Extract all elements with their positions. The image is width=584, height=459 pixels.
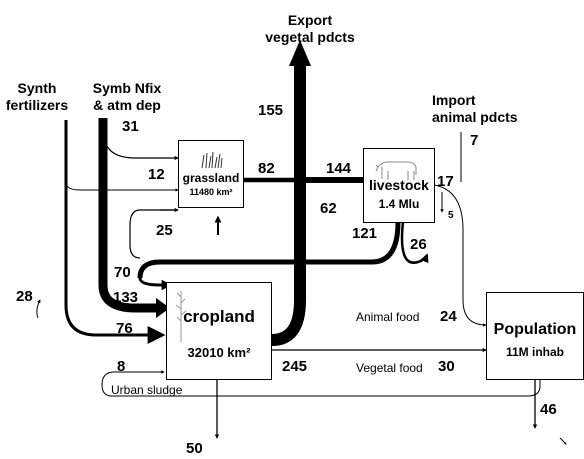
cropland-area: 32010 km² — [167, 345, 271, 360]
flow-value-70: 70 — [114, 264, 131, 281]
grass-icon — [199, 151, 225, 169]
flow-value-133: 133 — [113, 289, 138, 306]
flow-value-24: 24 — [440, 308, 457, 325]
cropland-label: cropland — [167, 307, 271, 327]
symb-nfix-label: Symb Nfix & atm dep — [92, 80, 162, 114]
flow-value-5: 5 — [448, 210, 454, 221]
flow-cropland-loss — [37, 300, 40, 318]
flow-value-50: 50 — [186, 440, 203, 457]
flow-value-7: 7 — [470, 132, 478, 149]
grassland-label: grassland — [179, 171, 243, 185]
livestock-units: 1.4 Mlu — [364, 197, 434, 211]
population-label: Population — [487, 321, 583, 339]
livestock-label: livestock — [364, 177, 434, 193]
flow-value-17: 17 — [437, 173, 454, 190]
flow-value-28: 28 — [16, 288, 33, 305]
cropland-node: cropland 32010 km² — [166, 282, 272, 380]
synth-fertilizers-label: Synth fertilizers — [2, 80, 72, 114]
grassland-node: grassland 11480 km² — [178, 140, 244, 208]
population-inhab: 11M inhab — [487, 345, 583, 359]
flow-value-30: 30 — [438, 358, 455, 375]
flow-nfix-cropland — [103, 118, 160, 308]
flow-value-121: 121 — [352, 225, 377, 242]
livestock-node: livestock 1.4 Mlu — [363, 148, 435, 223]
flow-nfix-grassland — [103, 130, 178, 158]
flow-value-26: 26 — [410, 236, 427, 253]
flow-value-82: 82 — [258, 160, 275, 177]
flow-value-46: 46 — [540, 401, 557, 418]
flow-population-loss-tick — [560, 438, 566, 444]
flow-value-8: 8 — [117, 358, 125, 375]
flow-value-31: 31 — [122, 118, 139, 135]
flow-value-245: 245 — [282, 358, 307, 375]
flow-value-12: 12 — [148, 166, 165, 183]
vegetal-food-label: Vegetal food — [356, 361, 423, 375]
flow-value-144: 144 — [326, 160, 351, 177]
population-node: Population 11M inhab — [486, 292, 584, 380]
export-vegetal-label: Export vegetal pdcts — [250, 12, 370, 46]
flow-value-25: 25 — [156, 222, 173, 239]
flow-value-155: 155 — [258, 102, 283, 119]
import-animal-label: Import animal pdcts — [432, 92, 548, 126]
flow-value-62: 62 — [320, 200, 337, 217]
flow-value-76: 76 — [116, 320, 133, 337]
urban-sludge-label: Urban sludge — [111, 383, 182, 397]
grassland-area: 11480 km² — [179, 187, 243, 197]
animal-food-label: Animal food — [356, 310, 419, 324]
